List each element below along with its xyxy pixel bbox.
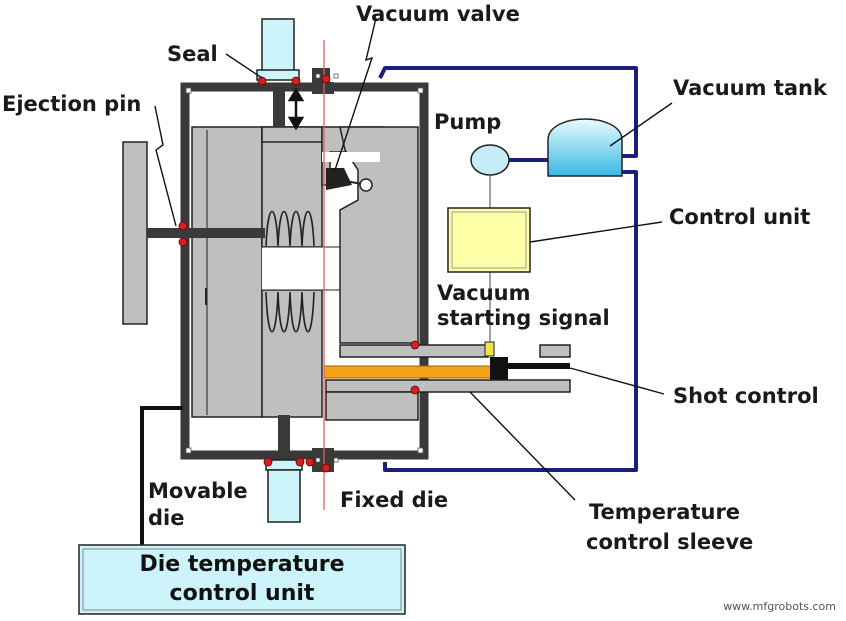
control-unit-box — [447, 207, 531, 273]
label-vacuum-valve: Vacuum valve — [356, 2, 520, 26]
seal-dot — [410, 340, 420, 350]
bottom-pin-post — [278, 415, 290, 457]
leader-sleeve — [469, 391, 576, 501]
seal-dot — [263, 457, 273, 467]
plunger-tip — [490, 357, 508, 381]
control-unit-inner — [451, 211, 527, 269]
rivet — [417, 447, 424, 454]
label-movable-die-line1: Movable — [148, 479, 248, 503]
valve-pivot — [359, 178, 373, 192]
sleeve-upper-rail-end — [539, 344, 571, 358]
arrow-head-up — [287, 87, 305, 102]
label-vacuum-signal-line2: starting signal — [437, 306, 610, 330]
die-temp-unit-line2: control unit — [169, 581, 315, 606]
movable-die-left-block — [191, 126, 263, 418]
watermark: www.mfgrobots.com — [723, 600, 836, 613]
seal-dot — [321, 74, 331, 84]
vacuum-line-top — [378, 66, 638, 158]
leader-vacuum-tank — [609, 102, 673, 147]
shot-sleeve — [323, 341, 571, 421]
springs — [265, 210, 315, 333]
seal-dot — [295, 457, 305, 467]
lower-spring — [265, 291, 315, 333]
plunger-rod — [508, 363, 570, 369]
label-ejection-pin: Ejection pin — [2, 92, 142, 116]
rivet — [333, 457, 339, 463]
die-temp-unit-box — [78, 544, 406, 615]
rivet — [333, 73, 339, 79]
bottom-plug — [265, 459, 303, 523]
ejector-plate — [122, 141, 148, 325]
label-sleeve-line2: control sleeve — [586, 530, 754, 554]
vacuum-valve — [326, 168, 373, 192]
sleeve-lower-rail — [325, 379, 571, 393]
orange-sleeve — [323, 365, 493, 379]
frame-rivets — [185, 73, 424, 463]
label-control-unit: Control unit — [669, 205, 811, 229]
bottom-plug-body — [267, 469, 301, 523]
die-temp-unit-inner — [82, 548, 402, 611]
seal-dot — [178, 221, 188, 231]
rivet — [417, 87, 424, 94]
arrow-head-down — [287, 116, 305, 131]
leader-lines — [154, 17, 673, 501]
seal-dot — [410, 385, 420, 395]
label-pump: Pump — [434, 110, 502, 134]
seal-dot — [291, 76, 301, 86]
seal-points — [178, 74, 420, 473]
rivet — [315, 73, 321, 79]
vacuum-lines — [378, 66, 638, 472]
ejection-pin-rod — [147, 228, 265, 238]
upper-spring — [265, 210, 315, 247]
label-vacuum-signal-line1: Vacuum — [437, 281, 531, 305]
label-sleeve-line1: Temperature — [589, 500, 741, 524]
leader-control-unit — [529, 221, 663, 243]
seal-dot — [321, 463, 331, 473]
valve-channel — [322, 152, 380, 162]
valve-stem — [339, 179, 363, 185]
die-temp-unit-line1: Die temperature — [139, 552, 345, 577]
label-seal: Seal — [167, 42, 218, 66]
seal-dot — [178, 237, 188, 247]
rivet — [185, 447, 192, 454]
valve-head — [326, 168, 352, 190]
seal-dot — [305, 457, 315, 467]
vacuum-line-right — [383, 170, 638, 472]
top-plug — [256, 18, 300, 81]
label-vacuum-tank: Vacuum tank — [673, 76, 827, 100]
vacuum-tank — [547, 118, 623, 177]
signal-sensor — [484, 341, 495, 357]
leader-seal — [225, 53, 263, 79]
seal-dot — [257, 76, 267, 86]
die-frame — [180, 82, 429, 460]
motion-arrow — [287, 87, 305, 131]
cavity-gap — [262, 247, 340, 290]
rivet — [315, 457, 321, 463]
die-temp-line — [140, 406, 183, 545]
label-movable-die-line2: die — [148, 506, 185, 530]
fixed-frame-outline — [333, 82, 429, 460]
movable-die-top-plate — [261, 126, 323, 143]
leader-vacuum-valve — [334, 17, 377, 171]
top-plug-body — [261, 18, 295, 72]
sleeve-base — [325, 391, 419, 421]
rivet — [185, 87, 192, 94]
top-pin-post — [273, 87, 285, 127]
label-shot-control: Shot control — [673, 384, 819, 408]
label-fixed-die: Fixed die — [340, 488, 449, 512]
leader-ejection-pin — [154, 105, 177, 227]
movable-frame-outline — [180, 82, 314, 460]
leader-shot-control — [569, 367, 665, 395]
pump — [470, 144, 510, 176]
